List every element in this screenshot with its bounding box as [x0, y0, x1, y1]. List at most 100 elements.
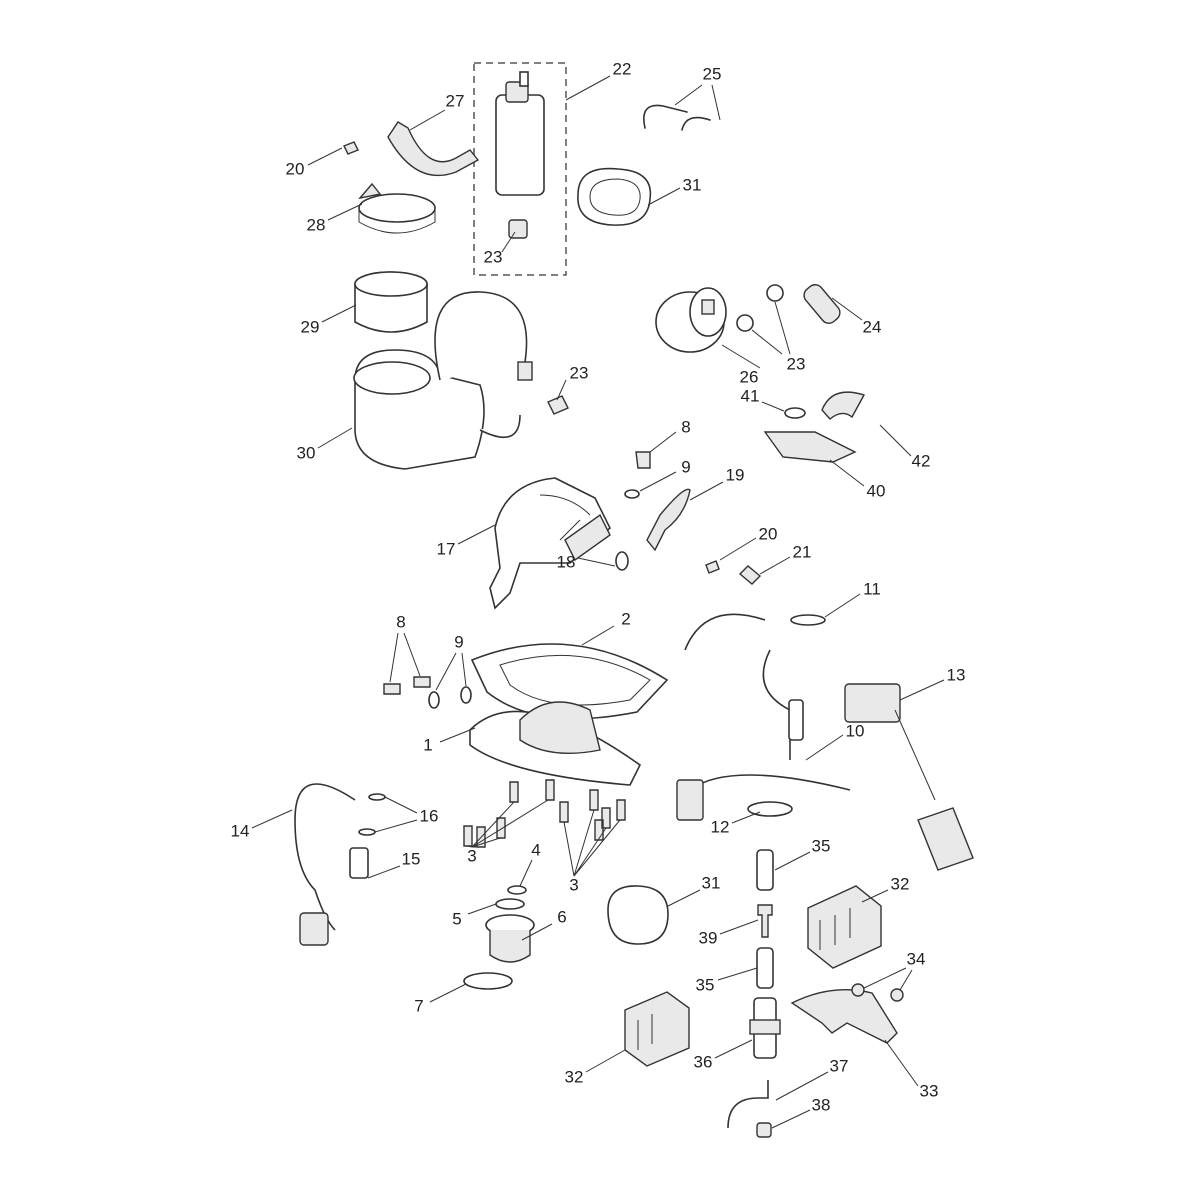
callout-25: 25 — [703, 64, 722, 83]
callout-42: 42 — [912, 451, 931, 470]
leader-lines — [251, 75, 945, 1129]
callout-28: 28 — [307, 215, 326, 234]
fuel-pump-assembly-box — [473, 62, 567, 276]
callout-13: 13 — [947, 665, 966, 684]
oring-11 — [790, 614, 826, 626]
damper-32-bottom — [624, 991, 690, 1067]
callout-15: 15 — [402, 849, 421, 868]
callout-22: 22 — [613, 59, 632, 78]
bolts-3 — [463, 779, 626, 848]
callout-21: 21 — [793, 542, 812, 561]
hose-35-bottom — [756, 947, 774, 989]
hose-14 — [294, 783, 356, 946]
callout-10: 10 — [846, 721, 865, 740]
screw-20-mid — [705, 560, 720, 574]
bracket-33 — [790, 989, 898, 1044]
callout-37: 37 — [830, 1056, 849, 1075]
callout-labels: 22 25 27 20 31 28 23 29 24 26 23 23 41 3… — [231, 59, 966, 1114]
hoses-25 — [643, 104, 711, 131]
oring-4 — [507, 885, 527, 895]
callout-1: 1 — [423, 735, 432, 754]
seal-31-top — [577, 167, 652, 226]
callout-32: 32 — [565, 1067, 584, 1086]
callout-6: 6 — [557, 907, 566, 926]
callout-23: 23 — [570, 363, 589, 382]
plate-40 — [763, 431, 857, 463]
oring-18 — [615, 551, 629, 571]
callout-3: 3 — [569, 875, 578, 894]
hose-24 — [803, 284, 841, 324]
callout-3: 3 — [467, 846, 476, 865]
callout-9: 9 — [681, 457, 690, 476]
damper-32-top — [807, 885, 882, 969]
orings-16 — [358, 793, 386, 836]
callout-23: 23 — [484, 247, 503, 266]
clip-21 — [738, 565, 762, 585]
filter-26 — [655, 287, 727, 353]
callout-20: 20 — [286, 159, 305, 178]
cap-38 — [756, 1122, 772, 1138]
callout-29: 29 — [301, 317, 320, 336]
bolt-20-top — [343, 141, 359, 155]
washers-9-left — [428, 686, 472, 709]
callout-35: 35 — [812, 836, 831, 855]
callout-14: 14 — [231, 821, 250, 840]
callout-2: 2 — [621, 609, 630, 628]
callout-34: 34 — [907, 949, 926, 968]
clamp-28 — [358, 182, 436, 234]
oring-7 — [463, 972, 513, 990]
oring-41 — [784, 407, 806, 419]
connector-15 — [349, 847, 369, 879]
cap-29 — [354, 271, 428, 333]
callout-18: 18 — [557, 552, 576, 571]
callout-12: 12 — [711, 817, 730, 836]
callout-27: 27 — [446, 91, 465, 110]
callout-23: 23 — [787, 354, 806, 373]
callout-7: 7 — [414, 996, 423, 1015]
callout-26: 26 — [740, 367, 759, 386]
filter-36 — [749, 997, 781, 1059]
hose-35-top — [756, 849, 774, 891]
bracket-27 — [387, 121, 480, 177]
callout-32: 32 — [891, 874, 910, 893]
callout-17: 17 — [437, 539, 456, 558]
callout-8: 8 — [681, 417, 690, 436]
callout-40: 40 — [867, 481, 886, 500]
fuel-level-sender-13 — [844, 683, 974, 871]
callout-36: 36 — [694, 1052, 713, 1071]
callout-24: 24 — [863, 317, 882, 336]
bracket-19 — [646, 488, 691, 552]
connector-39 — [757, 904, 773, 938]
callout-8: 8 — [396, 612, 405, 631]
callout-38: 38 — [812, 1095, 831, 1114]
washer-9-mid — [624, 489, 640, 499]
wiring-harness-10 — [676, 613, 851, 821]
shield-42 — [821, 391, 866, 420]
seal-31-bottom — [607, 885, 669, 945]
nuts-34 — [851, 983, 904, 1002]
mounting-bracket-17 — [489, 477, 611, 610]
callout-33: 33 — [920, 1081, 939, 1100]
clip-23-mid — [547, 395, 569, 415]
regulator-6 — [485, 914, 535, 963]
callout-19: 19 — [726, 465, 745, 484]
callout-4: 4 — [531, 840, 540, 859]
clips-23-right — [736, 284, 784, 332]
callout-35: 35 — [696, 975, 715, 994]
callout-30: 30 — [297, 443, 316, 462]
elbow-37 — [727, 1080, 769, 1129]
callout-9: 9 — [454, 632, 463, 651]
callout-20: 20 — [759, 524, 778, 543]
bolt-8-mid — [635, 451, 651, 469]
pump-flange-1 — [469, 701, 642, 786]
callout-31: 31 — [702, 873, 721, 892]
bolts-8-left — [383, 676, 431, 695]
callout-11: 11 — [863, 579, 881, 598]
callout-31: 31 — [683, 175, 702, 194]
oring-5 — [495, 898, 525, 910]
callout-16: 16 — [420, 806, 439, 825]
swirl-pot-30 — [353, 291, 533, 470]
callout-39: 39 — [699, 928, 718, 947]
